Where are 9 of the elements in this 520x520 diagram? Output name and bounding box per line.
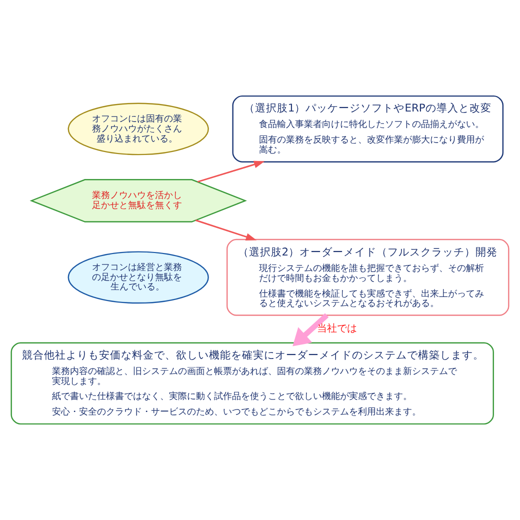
node-ellipse: オフコンには固有の業務ノウハウがたくさん盛り込まれている。 [68,102,209,156]
node-box: （選択肢2）オーダーメイド（フルスクラッチ）開発 現行システムの機能を誰も把握できておらず、その解析だけで時間もお金もかかってしまう。 仕様書で機能を検証しても実感できず、出来上がってみると使えないシステムとなるおそれがある。 [226,238,510,316]
node-ellipse: オフコンは経営と業務の足かせとなり無駄を生んでいる。 [68,251,209,304]
arrow [197,160,265,183]
arrow [292,313,329,346]
arrow [195,220,257,240]
node-box: 競合他社よりも安価な料金で、欲しい機能を確実にオーダーメイドのシステムで構築します。 業務内容の確認と、旧システムの画面と帳票があれば、固有の業務ノウハウをそのまま新システムで実現します。 紙で書いた仕様書ではなく、実際に動く試作品を使うことで欲しい機能が実感できます。 安心・安全のクラウド・サービスのため、いつでもどこからでもシステムを利用出来ます。 [10,342,494,425]
node-box: （選択肢1）パッケージソフトやERPの導入と改変 食品輸入事業者向けに特化したソフトの品揃えがない。 固有の業務を反映すると、改変作業が膨大になり費用が嵩む。 [232,95,504,162]
edge-label: 当社では [316,324,357,335]
